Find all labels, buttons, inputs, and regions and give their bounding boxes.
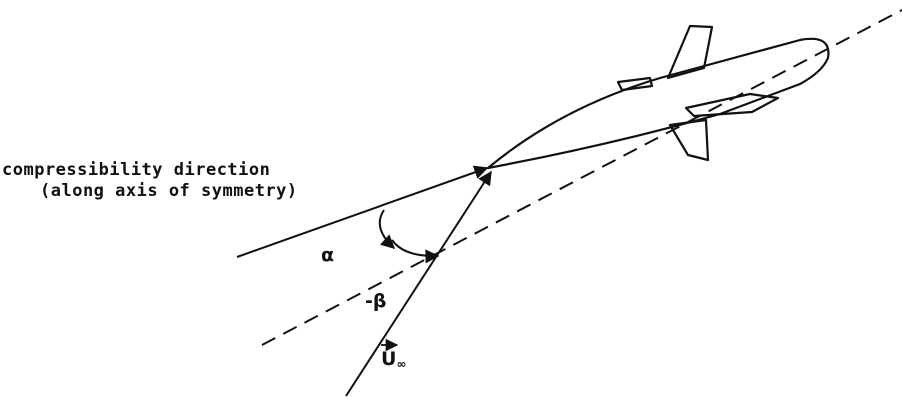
compressibility-direction-label: compressibility direction <box>2 160 271 180</box>
missile-upper-fin <box>666 24 714 80</box>
compressibility-direction-line <box>236 165 489 258</box>
alpha-label: α <box>321 244 335 266</box>
freestream-velocity-line <box>345 170 492 397</box>
beta-angle-arc <box>391 239 440 264</box>
freestream-subscript: ∞ <box>396 357 407 371</box>
axis-of-symmetry-label: (along axis of symmetry) <box>40 181 298 201</box>
freestream-symbol: U <box>381 348 397 370</box>
axis-of-symmetry-line <box>261 9 902 346</box>
missile-body-outline <box>486 37 830 170</box>
alpha-angle-arc <box>378 209 396 249</box>
missile-right-wing <box>684 92 780 118</box>
beta-label: -β <box>365 290 387 312</box>
missile <box>486 24 830 170</box>
missile-lower-fin <box>668 118 710 162</box>
missile-left-fin <box>616 76 654 92</box>
freestream-velocity-label: U∞ <box>381 348 407 371</box>
